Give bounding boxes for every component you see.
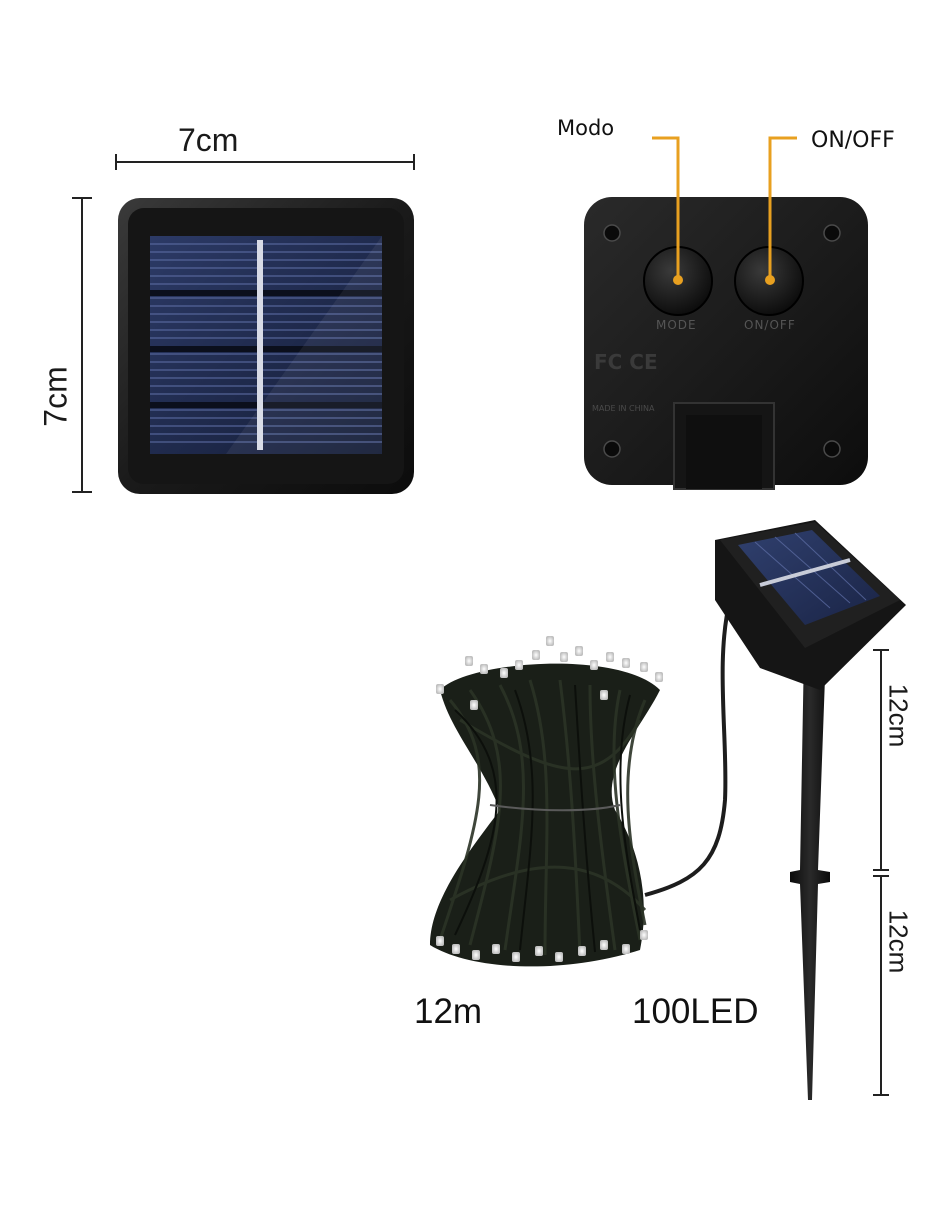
certification-marks: FC CE [594,350,658,374]
mode-button-print: MODE [656,318,697,332]
led-count-label: 100LED [632,992,759,1031]
modo-label: Modo [557,116,615,140]
solar-panel-front-image [118,198,414,494]
made-in-print: MADE IN CHINA [592,404,655,413]
onoff-label: ON/OFF [811,128,895,153]
onoff-button-print: ON/OFF [744,318,796,332]
length-label: 12m [414,992,483,1031]
width-dimension-label: 7cm [178,122,239,158]
stake-upper-dimension-label: 12cm [883,683,914,748]
stake-lower-dimension-label: 12cm [883,909,914,974]
